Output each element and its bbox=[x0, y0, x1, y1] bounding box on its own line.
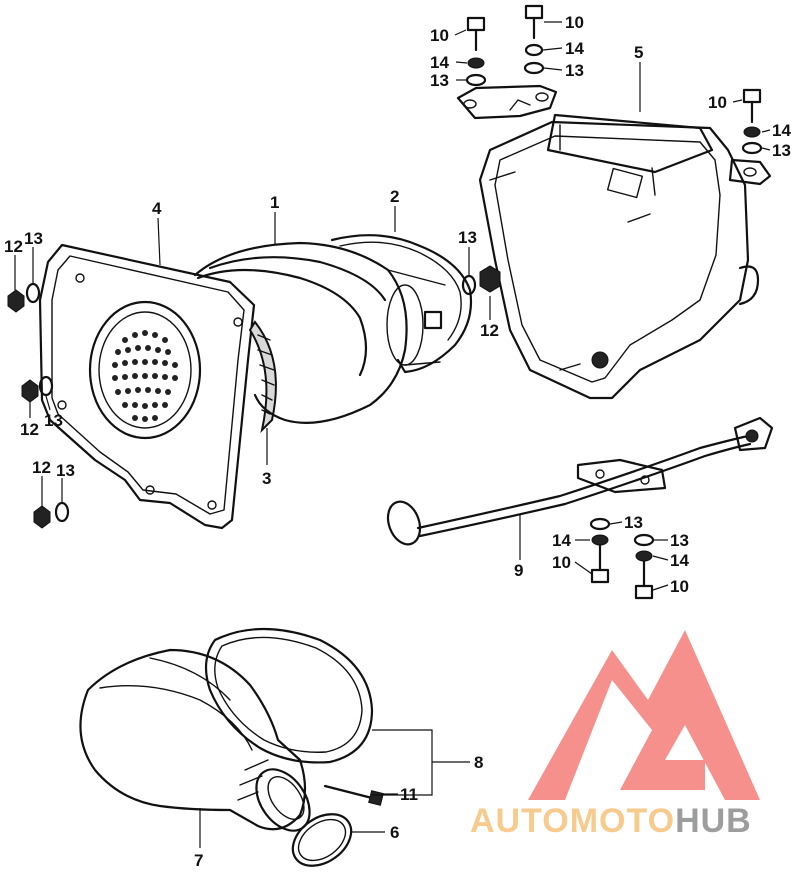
callout-10-e: 10 bbox=[670, 577, 689, 596]
callout-13-h: 13 bbox=[624, 513, 643, 532]
callout-13-a: 13 bbox=[430, 71, 449, 90]
part-9-strap bbox=[386, 416, 774, 546]
part-1-filter-body bbox=[193, 241, 446, 424]
part-6-o-ring bbox=[291, 813, 353, 867]
callout-12-a: 12 bbox=[4, 237, 23, 256]
callout-4: 4 bbox=[152, 199, 162, 218]
callout-1: 1 bbox=[270, 193, 279, 212]
callout-13-i: 13 bbox=[670, 531, 689, 550]
automotohub-logo: AUTOMOTOHUB bbox=[470, 630, 760, 840]
callout-10-a: 10 bbox=[430, 26, 449, 45]
part-7-intake-duct bbox=[79, 648, 311, 832]
leader-lines bbox=[14, 21, 771, 848]
callout-11: 11 bbox=[400, 785, 418, 804]
callout-13-g: 13 bbox=[56, 461, 75, 480]
callout-13-f: 13 bbox=[44, 411, 63, 430]
callout-12-b: 12 bbox=[480, 321, 499, 340]
part-4-cover-plate bbox=[38, 243, 256, 530]
callout-5: 5 bbox=[634, 43, 643, 62]
part-2-gasket bbox=[330, 234, 473, 374]
callout-10-b: 10 bbox=[565, 13, 584, 32]
callout-3: 3 bbox=[262, 469, 271, 488]
part-5-air-cleaner-case bbox=[456, 84, 772, 400]
callout-2: 2 bbox=[390, 187, 399, 206]
callout-6: 6 bbox=[390, 823, 399, 842]
callout-14-e: 14 bbox=[670, 551, 689, 570]
logo-triangle bbox=[528, 630, 760, 800]
part-11-bolt bbox=[323, 784, 384, 806]
callout-13-d: 13 bbox=[24, 229, 43, 248]
part-8-gasket-ring bbox=[204, 627, 374, 764]
callout-10-c: 10 bbox=[708, 93, 727, 112]
callout-12-c: 12 bbox=[20, 420, 39, 439]
callout-labels: 10 14 13 10 14 13 5 10 14 13 4 1 2 12 13… bbox=[4, 13, 791, 870]
callout-7: 7 bbox=[194, 851, 203, 870]
callout-12-d: 12 bbox=[32, 458, 51, 477]
callout-14-d: 14 bbox=[552, 531, 571, 550]
callout-13-b: 13 bbox=[565, 61, 584, 80]
fasteners bbox=[7, 4, 763, 600]
callout-8: 8 bbox=[474, 753, 483, 772]
callout-13-c: 13 bbox=[772, 141, 791, 160]
logo-word-hub: HUB bbox=[675, 802, 752, 840]
callout-9: 9 bbox=[514, 561, 523, 580]
logo-word-automoto: AUTOMOTO bbox=[470, 802, 675, 840]
callout-14-a: 14 bbox=[430, 53, 449, 72]
callout-10-d: 10 bbox=[552, 553, 571, 572]
part-3-filter-element bbox=[248, 320, 277, 434]
callout-14-c: 14 bbox=[772, 121, 791, 140]
callout-14-b: 14 bbox=[565, 39, 584, 58]
svg-text:AUTOMOTOHUB: AUTOMOTOHUB bbox=[470, 802, 752, 840]
callout-13-e: 13 bbox=[458, 228, 477, 247]
